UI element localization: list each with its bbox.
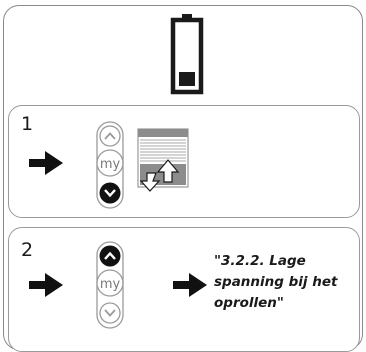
- right-arrow-icon: [29, 273, 63, 297]
- step-1-panel: [8, 105, 360, 218]
- remote-up-button[interactable]: [99, 125, 121, 147]
- remote-down-button[interactable]: [99, 182, 121, 204]
- step-2-number: 2: [21, 239, 34, 261]
- remote-down-button[interactable]: [99, 302, 121, 324]
- step-2-panel: [8, 227, 360, 352]
- remote-my-button[interactable]: my: [96, 149, 124, 177]
- remote-up-button[interactable]: [99, 245, 121, 267]
- remote-my-label: my: [100, 277, 121, 292]
- remote-control-step-2: my: [96, 241, 124, 329]
- right-arrow-icon: [29, 151, 63, 175]
- blind-reverse-direction-icon: [137, 128, 189, 192]
- battery-low-icon: [170, 14, 204, 95]
- step-1-number: 1: [21, 113, 34, 135]
- low-voltage-message: "3.2.2. Lage spanning bij het oprollen": [214, 253, 338, 311]
- right-arrow-icon: [173, 273, 207, 297]
- remote-control-step-1: my: [96, 121, 124, 209]
- remote-my-button[interactable]: my: [96, 269, 124, 297]
- remote-my-label: my: [100, 157, 121, 172]
